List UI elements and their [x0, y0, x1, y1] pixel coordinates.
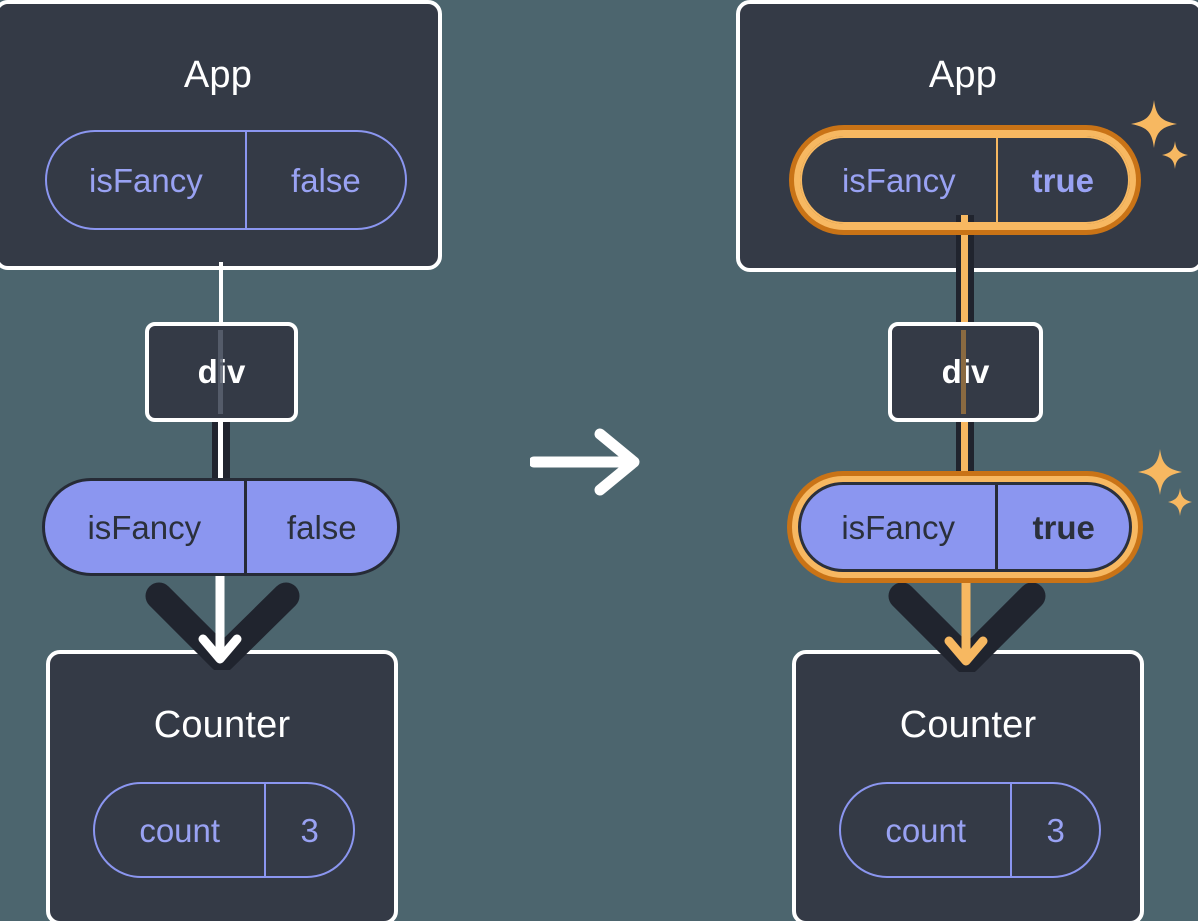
app-state-pill-value: false	[244, 132, 405, 228]
counter-state-pill-value: 3	[264, 784, 353, 876]
app-state-pill-name: isFancy	[89, 161, 203, 199]
app-card-title-after: App	[928, 54, 998, 96]
counter-state-pill-name: count	[139, 811, 221, 849]
prop-pill-name: isFancy	[87, 508, 202, 546]
prop-pill: isFancy false	[42, 478, 400, 576]
connector-div-to-prop-pill-core	[218, 420, 223, 490]
connector-div-to-prop-pill-highlighted-core	[961, 418, 968, 490]
app-card-title: App	[183, 54, 253, 96]
sparkle-icon-prop	[1138, 449, 1192, 516]
app-state-pill-value-after: true	[995, 138, 1128, 222]
prop-pill-value-after: true	[995, 485, 1129, 569]
prop-flow-arrow-icon-after	[944, 560, 988, 666]
connector-through-div	[218, 330, 223, 414]
counter-state-pill: count 3	[93, 782, 355, 878]
prop-pill-after: isFancy true	[798, 482, 1132, 572]
counter-component-card: Counter count 3	[46, 650, 398, 921]
prop-pill-name-after: isFancy	[841, 508, 956, 546]
counter-card-title: Counter	[153, 704, 291, 746]
counter-state-pill-name-after: count	[885, 811, 967, 849]
counter-state-pill-value-after: 3	[1010, 784, 1099, 876]
app-component-card: App isFancy false	[0, 0, 442, 270]
counter-component-card-after: Counter count 3	[792, 650, 1144, 921]
app-state-pill: isFancy false	[45, 130, 407, 230]
prop-flow-arrow-icon	[198, 560, 242, 664]
sparkle-icon-app	[1131, 100, 1188, 169]
transition-arrow-icon	[530, 428, 640, 496]
counter-card-title-after: Counter	[899, 704, 1037, 746]
counter-state-pill-after: count 3	[839, 782, 1101, 878]
prop-pill-value: false	[243, 481, 397, 573]
app-state-pill-name-after: isFancy	[841, 161, 956, 199]
app-state-pill-after: isFancy true	[800, 136, 1130, 224]
connector-through-div-after	[961, 330, 966, 414]
connector-app-to-div-highlighted-core	[961, 215, 968, 327]
connector-app-to-div	[219, 262, 223, 324]
